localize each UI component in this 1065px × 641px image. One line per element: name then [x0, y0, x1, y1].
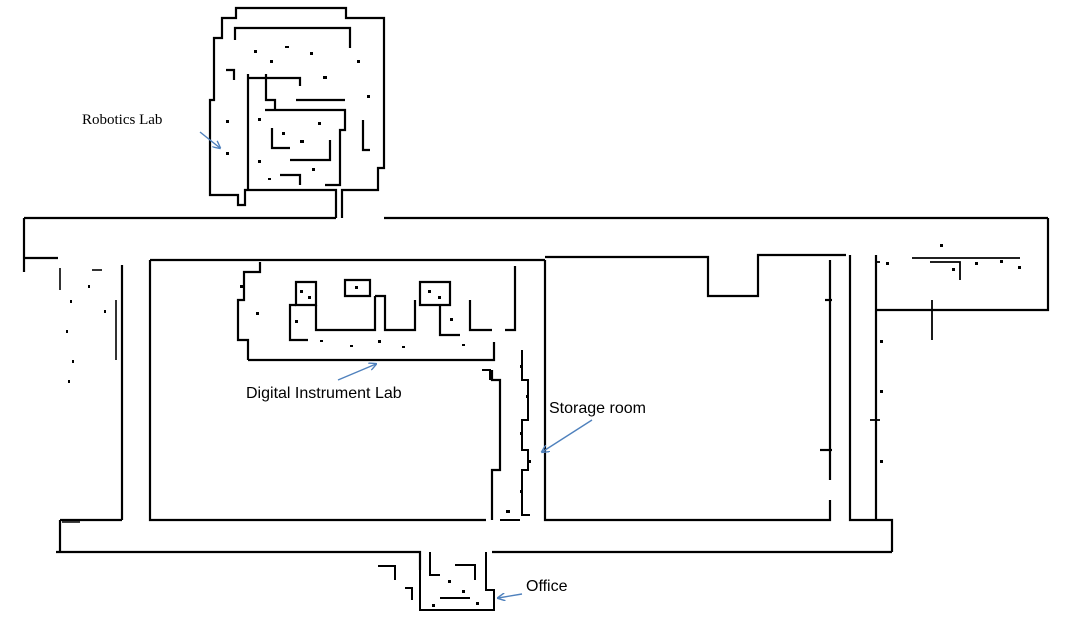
right-large-room — [543, 260, 832, 522]
corridor-walls — [22, 216, 1050, 570]
digital-instrument-lab-label: Digital Instrument Lab — [246, 385, 402, 402]
right-annex-clutter — [880, 244, 1021, 463]
corridor-bottom-wall-left — [56, 550, 422, 570]
office-room — [378, 552, 495, 611]
arrow-digital-instrument-lab — [337, 364, 376, 381]
arrow-robotics-lab — [199, 131, 220, 148]
storage-room-clutter — [506, 365, 531, 513]
left-wing — [59, 268, 117, 523]
storage-room — [482, 350, 530, 521]
arrow-storage-room — [542, 419, 593, 452]
robotics-lab-outer-wall — [208, 6, 386, 218]
left-large-room — [148, 260, 502, 522]
robotics-lab-label: Robotics Lab — [82, 112, 163, 128]
storage-room-label: Storage room — [549, 400, 646, 417]
arrow-office — [498, 594, 523, 598]
right-annex — [870, 257, 1020, 421]
robotics-lab-inner-block — [233, 26, 352, 48]
corridor-right-wall — [876, 218, 1050, 312]
digital-instrument-lab — [236, 262, 517, 362]
corridor-right-inner — [848, 300, 894, 552]
left-wing-clutter — [66, 285, 106, 383]
robotics-lab-room — [208, 6, 386, 218]
robotics-lab-clutter — [226, 46, 370, 180]
office-label: Office — [526, 578, 568, 595]
office-clutter — [432, 580, 479, 607]
callout-arrows — [199, 131, 593, 598]
digital-lab-clutter — [240, 285, 465, 348]
